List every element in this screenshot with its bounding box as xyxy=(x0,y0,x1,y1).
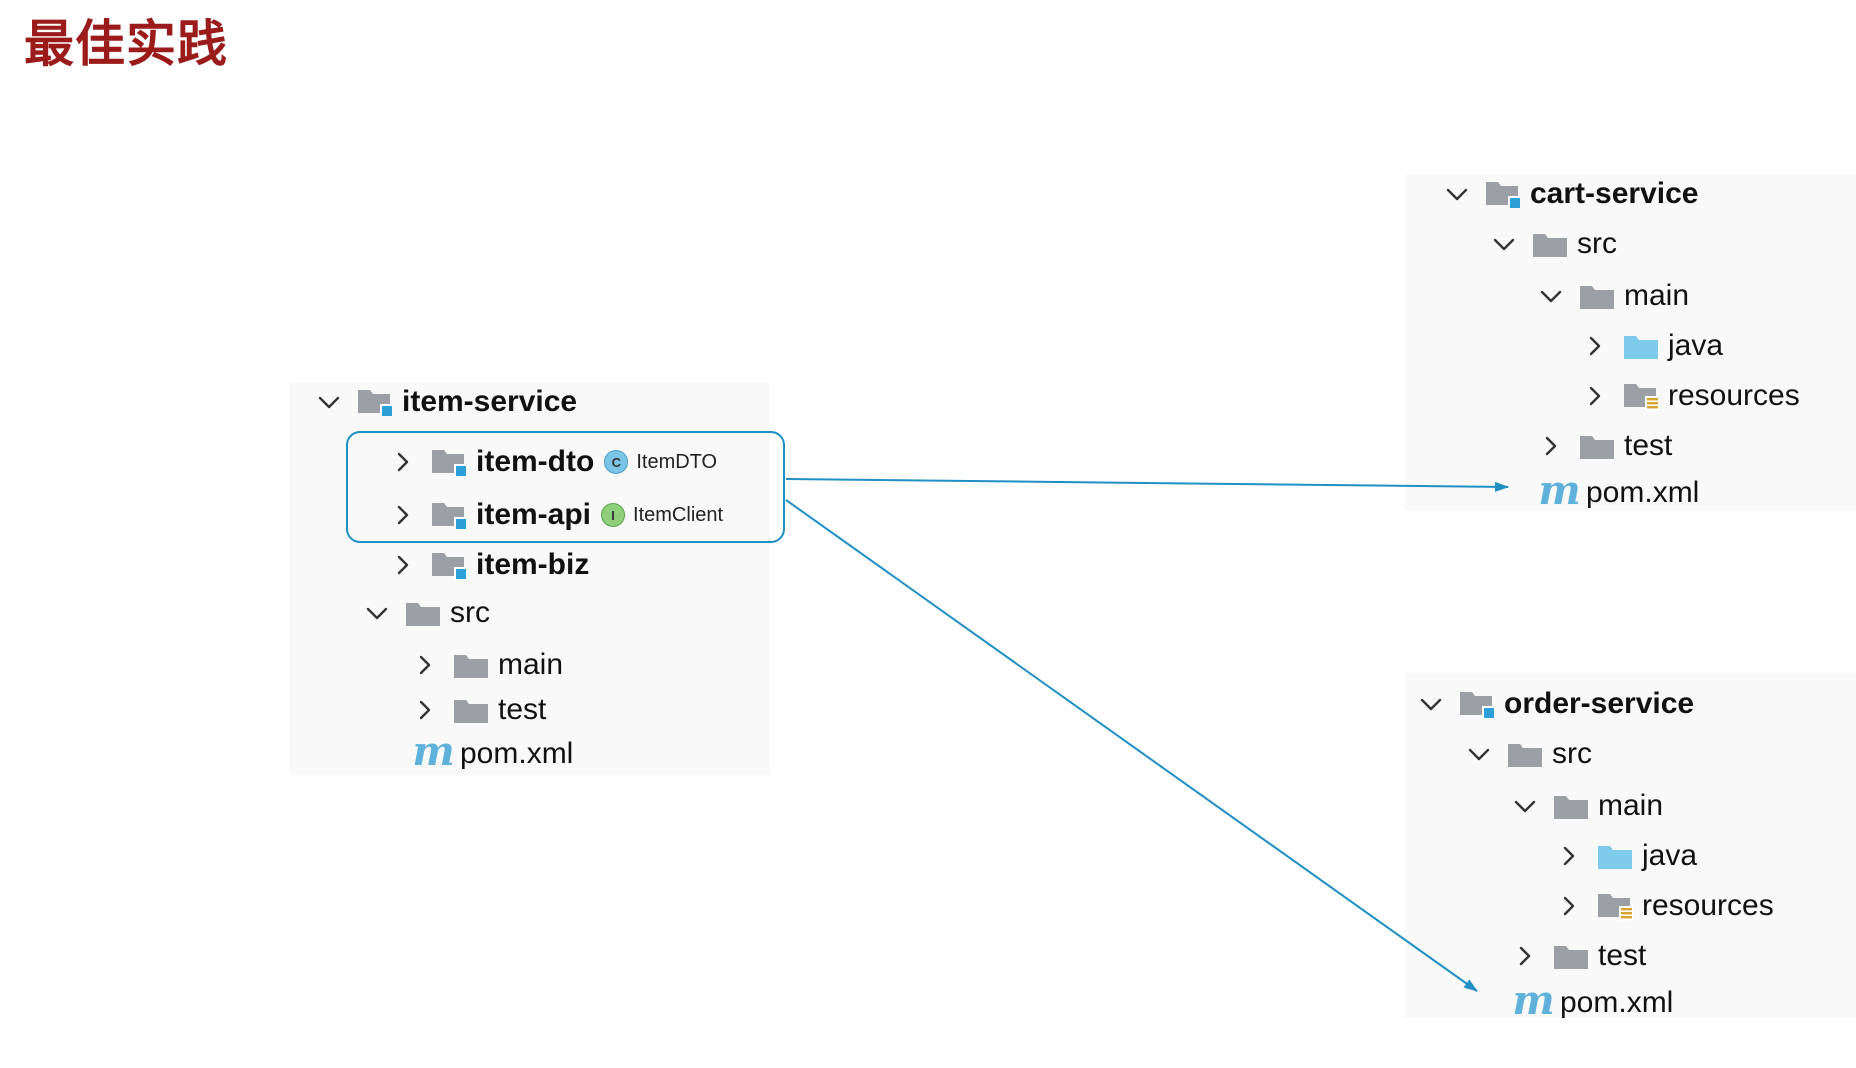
tree-row-cart-java[interactable]: java xyxy=(1582,326,1723,366)
order-test-label: test xyxy=(1598,939,1647,972)
src-label: src xyxy=(450,596,490,629)
cart-test-label: test xyxy=(1624,429,1673,462)
cart-service-label: cart-service xyxy=(1530,177,1699,210)
tree-row-order-test[interactable]: test xyxy=(1512,936,1646,976)
highlight-box xyxy=(346,431,785,543)
item-biz-label: item-biz xyxy=(476,548,590,581)
tree-row-cart-test[interactable]: test xyxy=(1538,426,1672,466)
maven-icon: m xyxy=(412,728,454,775)
maven-icon: m xyxy=(1512,977,1554,1024)
item-api-label: item-api xyxy=(476,498,592,531)
arrow-to-cart-service xyxy=(785,478,1509,492)
tree-row-order-java[interactable]: java xyxy=(1556,836,1697,876)
item-service-panel xyxy=(290,383,770,775)
tree-row-pom[interactable]: m pom.xml xyxy=(398,728,574,775)
order-java-label: java xyxy=(1642,839,1698,872)
tree-row-cart-resources[interactable]: resources xyxy=(1582,376,1800,416)
cart-pom-label: pom.xml xyxy=(1586,476,1700,509)
cart-java-label: java xyxy=(1668,329,1724,362)
tree-row-order-main[interactable]: main xyxy=(1512,786,1663,826)
test-label: test xyxy=(498,693,547,726)
tree-row-item-service[interactable]: item-service xyxy=(316,382,577,422)
tree-row-src[interactable]: src xyxy=(364,593,490,633)
order-main-label: main xyxy=(1598,789,1664,822)
cart-resources-label: resources xyxy=(1668,379,1800,412)
maven-icon: m xyxy=(1538,467,1580,514)
order-resources-label: resources xyxy=(1642,889,1774,922)
tree-row-item-dto[interactable]: item-dto C ItemDTO xyxy=(390,442,717,482)
tree-row-order-service[interactable]: order-service xyxy=(1418,684,1694,724)
tree-row-item-api[interactable]: item-api I ItemClient xyxy=(390,495,723,535)
tree-row-item-biz[interactable]: item-biz xyxy=(390,545,589,585)
tree-row-cart-main[interactable]: main xyxy=(1538,276,1689,316)
interface-badge-icon: I xyxy=(601,503,626,527)
order-service-label: order-service xyxy=(1504,687,1695,720)
tree-row-cart-src[interactable]: src xyxy=(1491,224,1617,264)
item-dto-label: item-dto xyxy=(476,445,595,478)
tree-row-order-src[interactable]: src xyxy=(1466,734,1592,774)
arrow-to-order-service xyxy=(785,499,1478,992)
item-service-label: item-service xyxy=(402,385,578,418)
order-pom-label: pom.xml xyxy=(1560,986,1674,1019)
order-src-label: src xyxy=(1552,737,1592,770)
cart-src-label: src xyxy=(1577,227,1617,260)
slide-title: 最佳实践 xyxy=(24,15,228,73)
tree-row-cart-pom[interactable]: m pom.xml xyxy=(1524,467,1700,514)
item-api-hint: ItemClient xyxy=(633,503,724,526)
tree-row-cart-service[interactable]: cart-service xyxy=(1444,174,1698,214)
class-badge-icon: C xyxy=(604,450,629,474)
tree-row-test[interactable]: test xyxy=(412,690,546,730)
tree-row-order-resources[interactable]: resources xyxy=(1556,886,1774,926)
tree-row-order-pom[interactable]: m pom.xml xyxy=(1498,977,1674,1024)
cart-main-label: main xyxy=(1624,279,1690,312)
tree-row-main[interactable]: main xyxy=(412,645,563,685)
main-label: main xyxy=(498,648,564,681)
order-service-panel xyxy=(1405,673,1856,1018)
pom-label: pom.xml xyxy=(460,737,574,770)
item-dto-hint: ItemDTO xyxy=(636,450,718,473)
